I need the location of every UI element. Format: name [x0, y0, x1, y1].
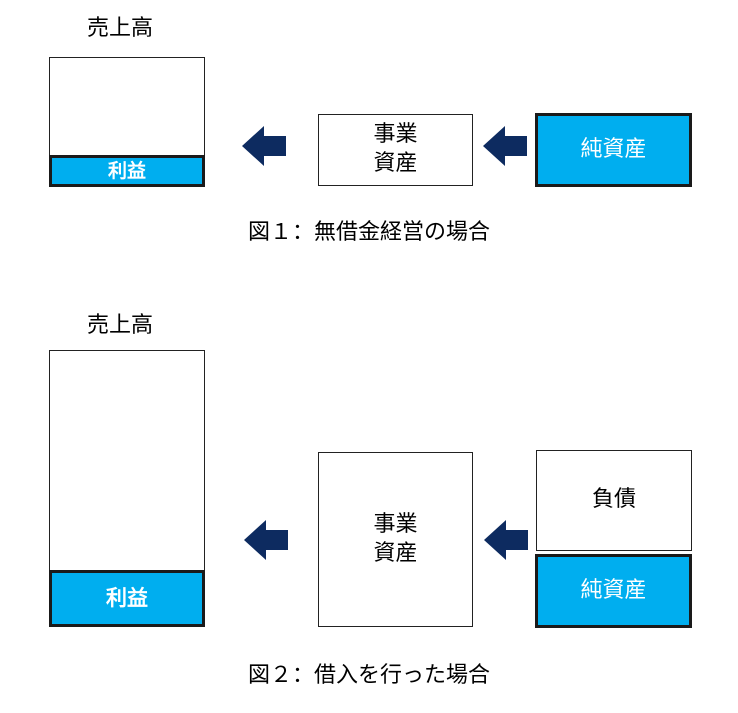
figure-2-with-borrowing: 売上高 利益 事業 資産 負債 純資産 図２：借入を行った場合: [0, 300, 738, 713]
sales-label: 売上高: [87, 16, 154, 41]
arrow-left-icon: [242, 126, 286, 166]
profit-label: 利益: [106, 585, 148, 610]
liabilities-box: 負債: [536, 450, 692, 551]
net-assets-box: 純資産: [535, 113, 692, 187]
business-assets-label: 事業 資産: [373, 511, 418, 566]
liabilities-label: 負債: [591, 487, 636, 513]
sales-label: 売上高: [87, 313, 154, 338]
business-assets-label: 事業 資産: [373, 122, 418, 176]
figure-caption: 図１：無借金経営の場合: [247, 220, 490, 245]
arrow-left-icon: [483, 126, 527, 166]
net-assets-label: 純資産: [580, 577, 647, 603]
arrow-left-icon: [484, 520, 528, 560]
figure-caption: 図２：借入を行った場合: [247, 663, 490, 688]
profit-box: 利益: [49, 155, 205, 187]
net-assets-label: 純資産: [580, 136, 647, 162]
business-assets-box: 事業 資産: [318, 114, 473, 186]
profit-box: 利益: [49, 570, 205, 627]
arrow-left-icon: [244, 520, 288, 560]
net-assets-box: 純資産: [535, 554, 692, 628]
figure-1-debt-free: 売上高 利益 事業 資産 純資産 図１：無借金経営の場合: [0, 0, 738, 260]
profit-label: 利益: [107, 159, 146, 182]
business-assets-box: 事業 資産: [318, 452, 473, 627]
